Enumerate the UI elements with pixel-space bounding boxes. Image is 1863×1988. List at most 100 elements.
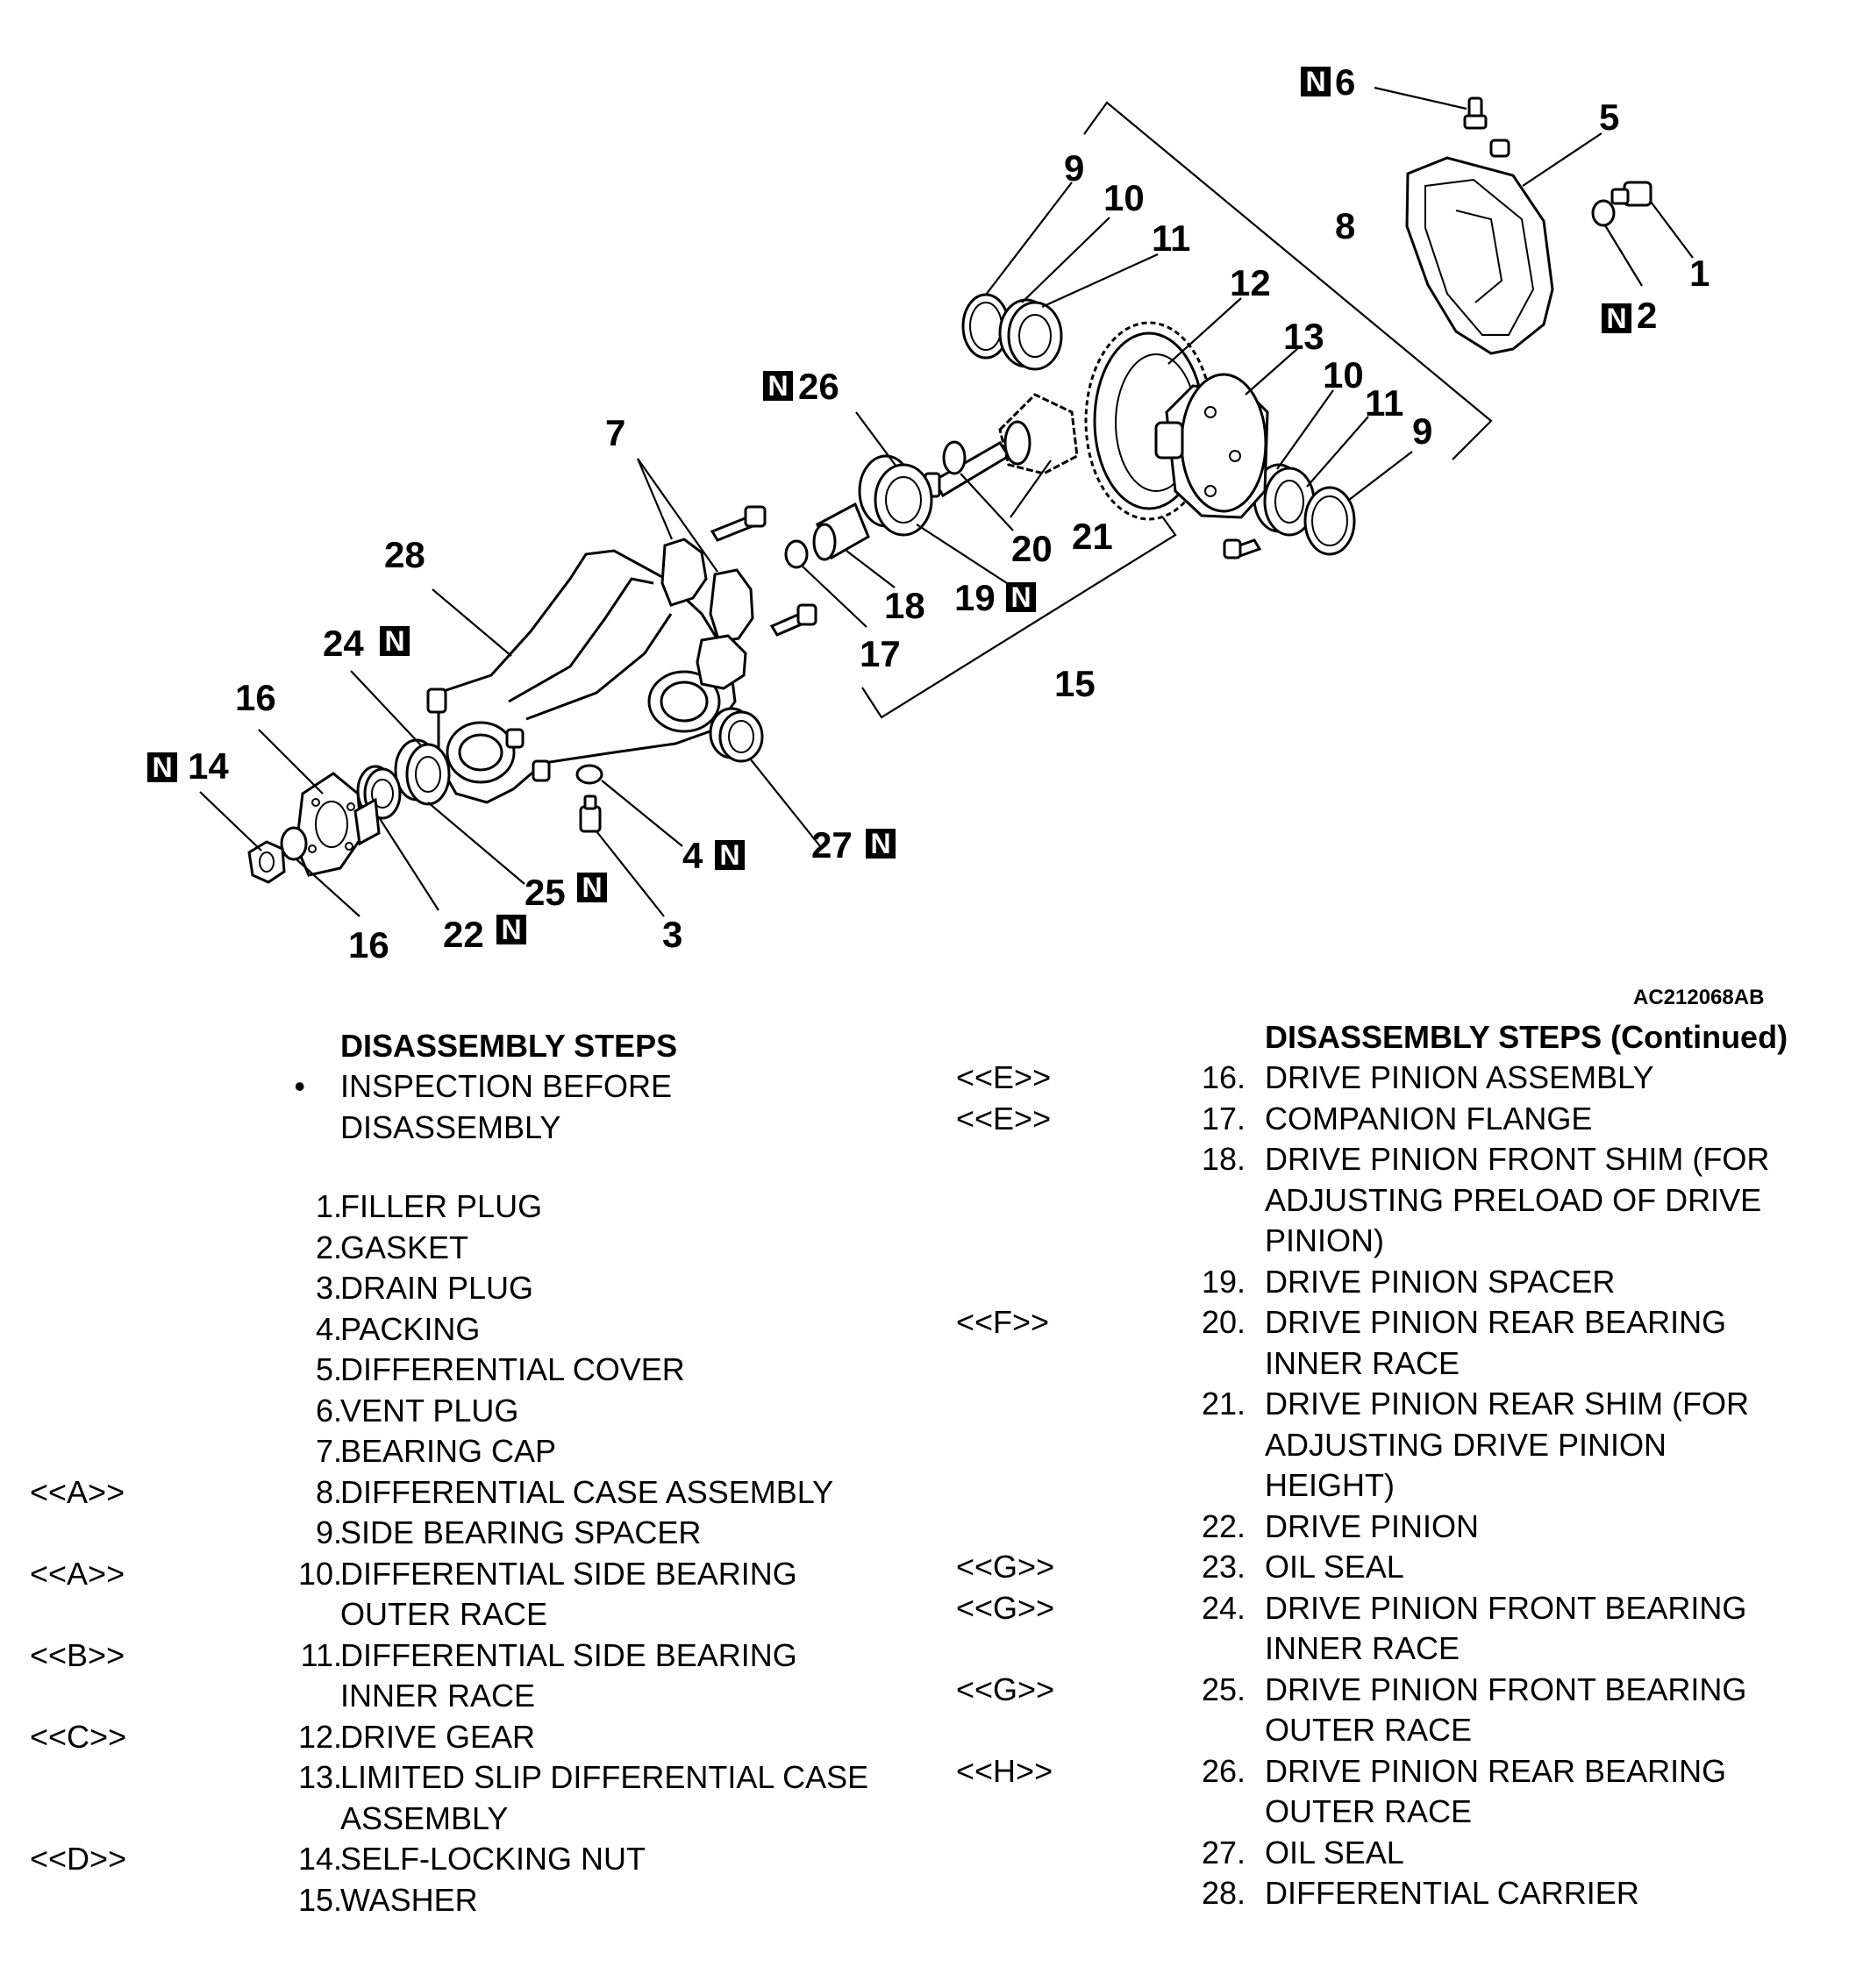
drive-pinion-spacer-part <box>812 502 870 561</box>
step-text: DRAIN PLUG <box>340 1270 534 1306</box>
label-25: 25 <box>525 872 566 913</box>
step-number: 27. <box>1201 1834 1246 1870</box>
label-9-lower: 9 <box>1412 410 1432 452</box>
label-27: 27 <box>811 824 853 866</box>
step-text: DRIVE PINION FRONT BEARING <box>1265 1589 1747 1626</box>
step-text: FILLER PLUG <box>340 1188 543 1224</box>
step-text: SELF-LOCKING NUT <box>340 1841 646 1877</box>
inspection-line-1: INSPECTION BEFORE <box>340 1068 673 1104</box>
step-reference-code: <<D>> <box>30 1841 127 1877</box>
label-21: 20 <box>1011 528 1053 569</box>
label-10-lower: 10 <box>1323 354 1364 395</box>
step-text: DRIVE PINION FRONT SHIM (FOR <box>1265 1141 1770 1177</box>
label-5: 5 <box>1599 96 1619 138</box>
leader-lines <box>199 86 1694 917</box>
step-number: 13. <box>297 1759 342 1795</box>
inspection-step: • INSPECTION BEFORE DISASSEMBLY <box>0 1066 930 1154</box>
step-number: 1. <box>315 1188 342 1224</box>
differential-carrier-part <box>426 549 737 804</box>
bracket-drive-pinion-assembly <box>861 509 1177 719</box>
step-number: 5. <box>315 1351 342 1387</box>
label-17: 16 <box>235 677 276 718</box>
step-number: 28. <box>1201 1875 1246 1911</box>
step-number: 22. <box>1201 1507 1246 1544</box>
step-text: OIL SEAL <box>1265 1834 1404 1870</box>
label-4: 4 <box>682 835 703 876</box>
step-text: OIL SEAL <box>1265 1549 1404 1585</box>
step-reference-code: <<G>> <box>956 1589 1055 1626</box>
part-labels: 6 5 1 2 8 9 10 11 12 13 10 11 9 26 21 20… <box>188 61 1710 965</box>
step-number: 24. <box>1201 1589 1246 1626</box>
companion-flange-part <box>295 772 381 877</box>
step-text: ADJUSTING DRIVE PINION <box>1265 1426 1667 1463</box>
front-bearing-part <box>394 738 451 806</box>
label-10-upper: 10 <box>1103 177 1145 218</box>
svg-text:N: N <box>501 914 521 945</box>
step-text: ASSEMBLY <box>340 1799 509 1836</box>
step-number: 26. <box>1201 1752 1246 1789</box>
right-steps-header: DISASSEMBLY STEPS (Continued) <box>1265 1019 1788 1055</box>
step-text: SIDE BEARING SPACER <box>340 1514 702 1550</box>
step-number: 19. <box>1201 1263 1246 1300</box>
step-number: 23. <box>1201 1549 1246 1585</box>
svg-text:N: N <box>384 625 404 657</box>
step-text: DIFFERENTIAL SIDE BEARING <box>340 1555 797 1592</box>
step-text: DIFFERENTIAL CARRIER <box>1265 1875 1639 1911</box>
step-text: COMPANION FLANGE <box>1265 1100 1593 1137</box>
label-16: 15 <box>1054 663 1096 704</box>
step-text: DIFFERENTIAL CASE ASSEMBLY <box>340 1473 834 1510</box>
differential-cover-part <box>1405 156 1554 355</box>
step-reference-code: <<E>> <box>956 1100 1052 1137</box>
step-reference-code: <<B>> <box>30 1636 125 1673</box>
packing-part <box>575 764 603 785</box>
vent-plug-part <box>1463 96 1510 158</box>
label-14: 14 <box>188 745 229 787</box>
step-number: 20. <box>1201 1304 1246 1340</box>
label-6: 6 <box>1335 61 1355 103</box>
step-text: HEIGHT) <box>1265 1467 1395 1503</box>
step-reference-code: <<C>> <box>30 1718 127 1755</box>
label-9-upper: 9 <box>1064 147 1084 189</box>
label-15-visible: 16 <box>348 924 389 965</box>
step-text: PACKING <box>340 1310 481 1347</box>
step-text: GASKET <box>340 1229 469 1265</box>
label-11-lower: 11 <box>1365 382 1403 424</box>
step-text: OUTER RACE <box>1265 1712 1473 1748</box>
step-number: 25. <box>1201 1671 1246 1707</box>
step-text: PINION) <box>1265 1222 1385 1258</box>
step-number: 9. <box>315 1514 342 1550</box>
step-number: 16. <box>1201 1059 1246 1095</box>
drive-pinion-front-shim-part <box>784 539 809 569</box>
step-text: INNER RACE <box>1265 1630 1460 1666</box>
step-reference-code: <<A>> <box>30 1555 125 1592</box>
step-number: 18. <box>1201 1141 1246 1177</box>
drive-pinion-part <box>924 393 1079 498</box>
bracket-differential-case-assembly <box>1083 101 1493 460</box>
step-text: DRIVE PINION SPACER <box>1265 1263 1616 1300</box>
n-badges: N N N N N N N N N N <box>147 66 1631 945</box>
left-steps-header: DISASSEMBLY STEPS <box>340 1028 678 1064</box>
step-reference-code: <<G>> <box>956 1671 1055 1707</box>
label-2: 2 <box>1637 295 1657 336</box>
label-1: 1 <box>1689 253 1710 294</box>
step-number: 2. <box>315 1229 342 1265</box>
step-text: BEARING CAP <box>340 1433 557 1469</box>
step-text: DIFFERENTIAL COVER <box>340 1351 685 1387</box>
svg-text:N: N <box>582 872 602 903</box>
step-reference-code: <<A>> <box>30 1473 125 1510</box>
step-text: INNER RACE <box>340 1678 536 1714</box>
disassembly-steps-right: DISASSEMBLY STEPS (Continued) <<E>> 16. DR… <box>930 1010 1863 1975</box>
bullet: • <box>294 1068 305 1104</box>
svg-text:N: N <box>1010 581 1031 613</box>
svg-text:N: N <box>870 828 890 859</box>
step-number: 15. <box>297 1881 342 1918</box>
label-26: 26 <box>798 366 839 407</box>
step-text: DRIVE PINION REAR BEARING <box>1265 1304 1727 1340</box>
label-18: 17 <box>860 633 901 674</box>
filler-plug-part <box>1610 181 1652 207</box>
drive-pinion-rear-bearing-part <box>858 454 933 537</box>
step-text: INNER RACE <box>1265 1344 1460 1381</box>
label-11-upper: 11 <box>1152 217 1190 259</box>
label-23: 22 <box>443 914 484 955</box>
label-7: 7 <box>605 412 625 453</box>
